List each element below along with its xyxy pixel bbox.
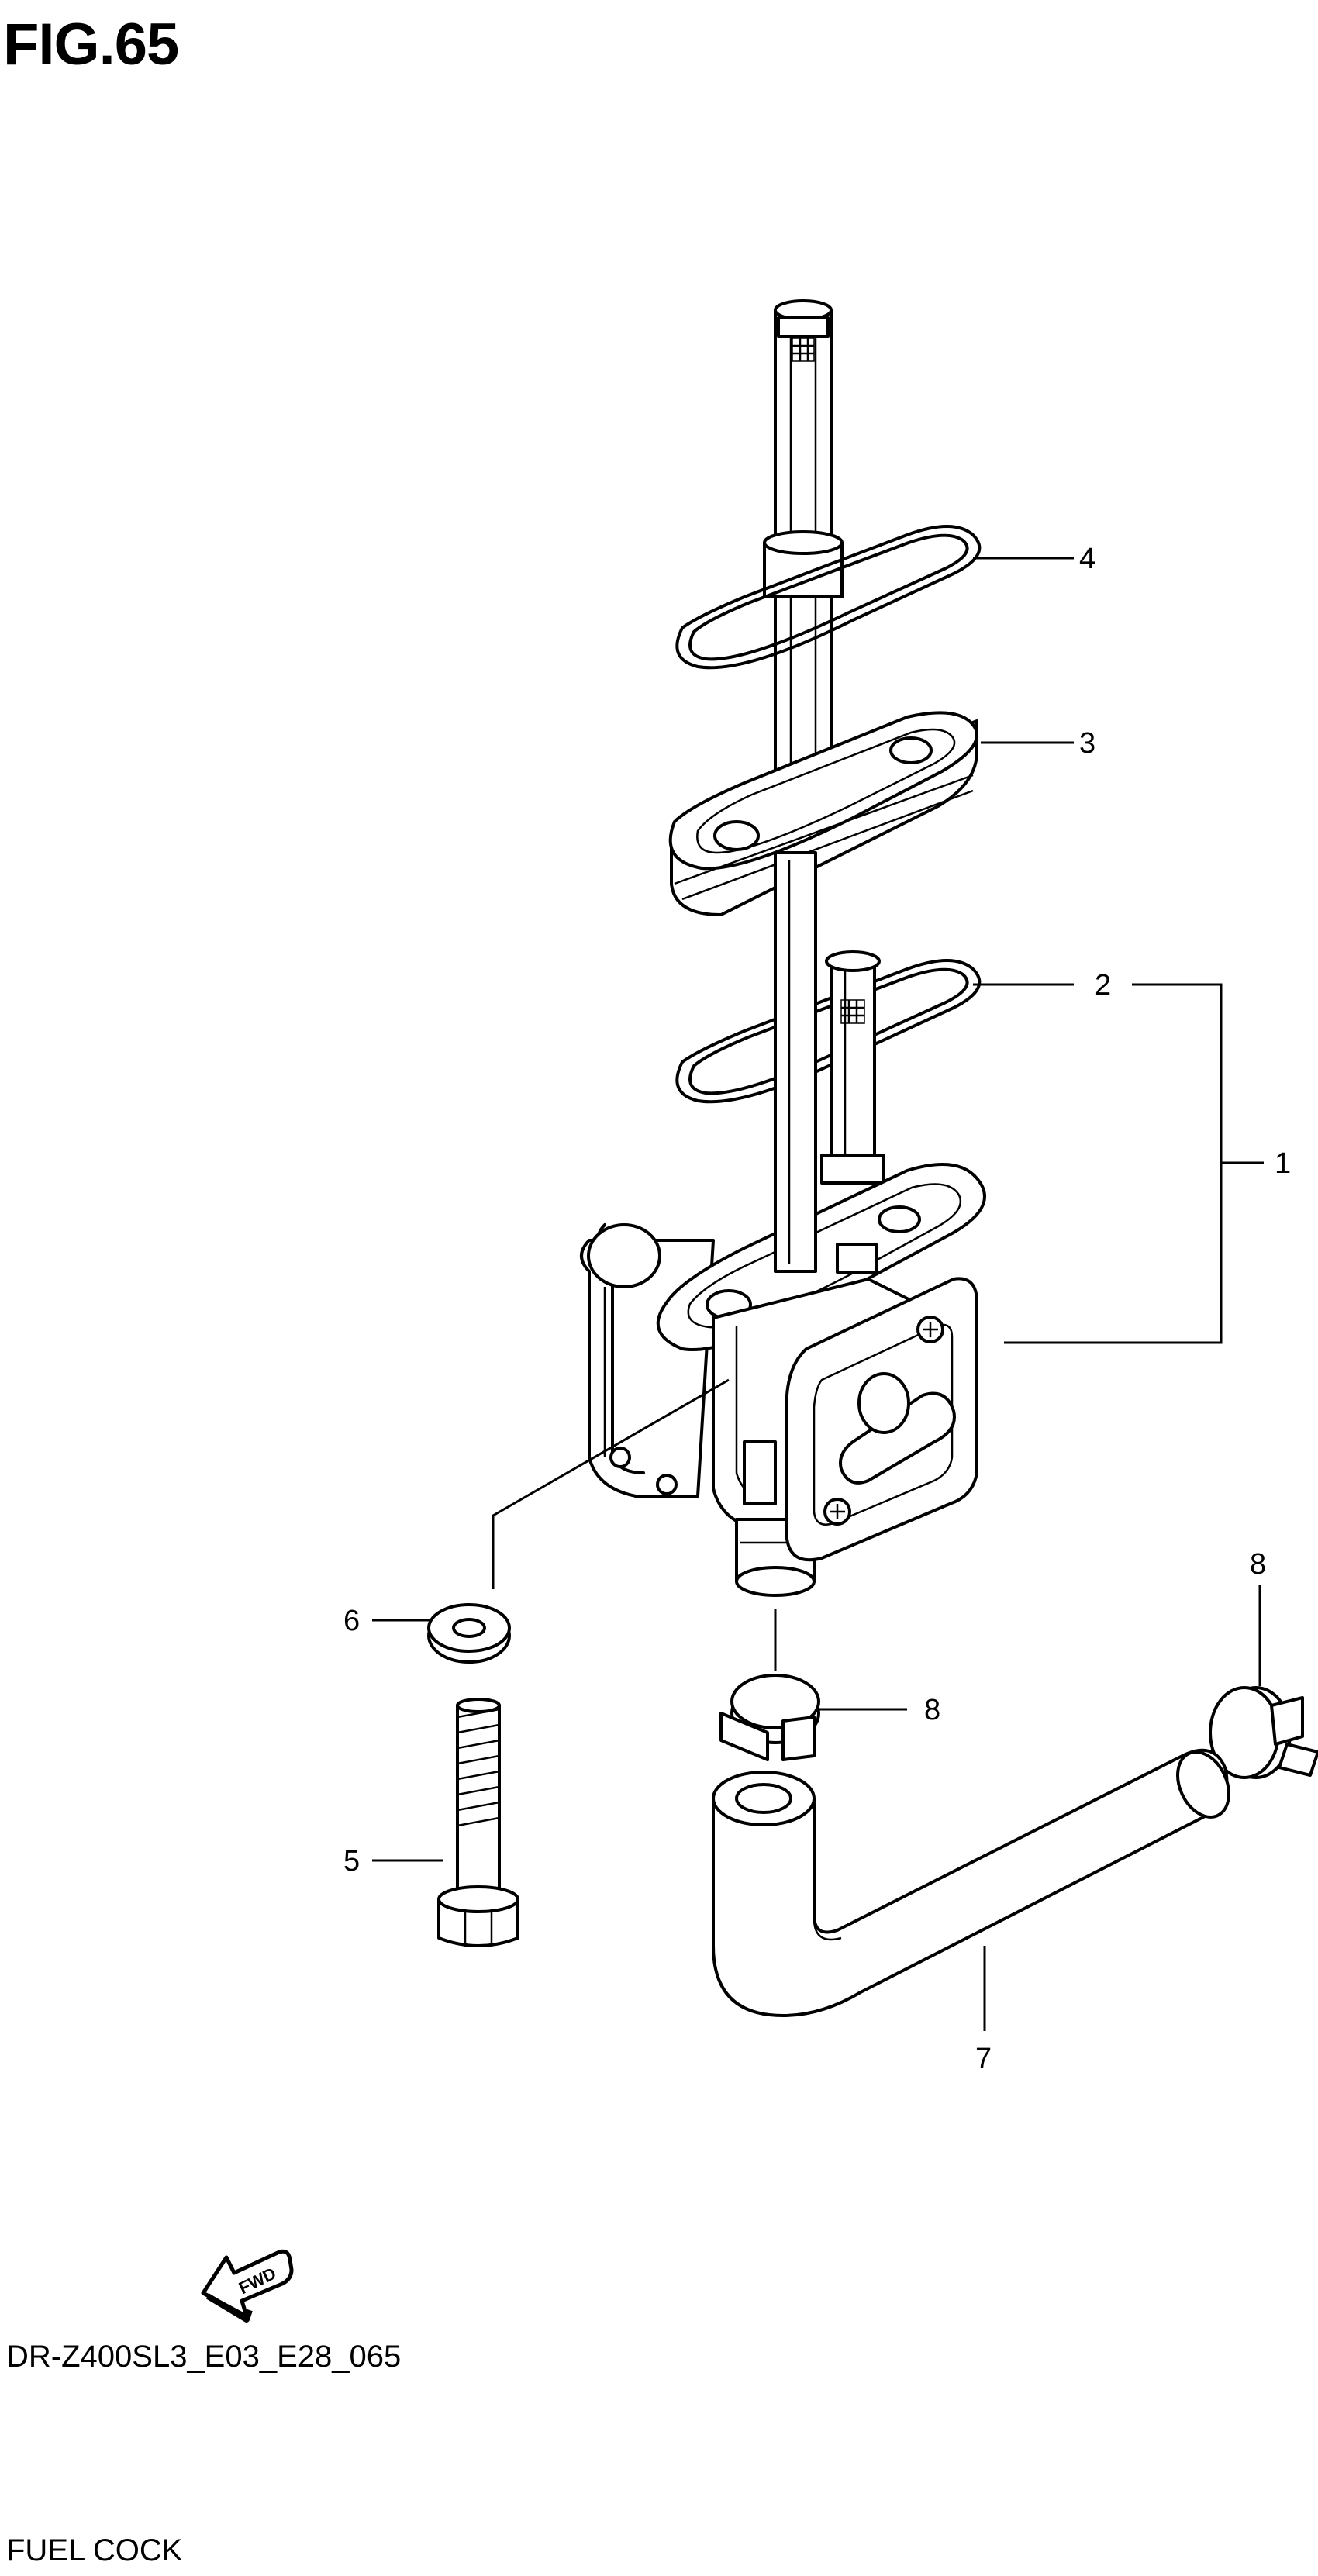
fuel-hose-7 <box>712 1748 1230 2017</box>
bolt-5 <box>437 1698 519 1947</box>
callout-1: 1 <box>1275 1147 1291 1180</box>
mesh-pattern <box>792 337 815 362</box>
o-ring-4 <box>675 525 982 670</box>
hose-clamp-8-center <box>719 1674 820 1761</box>
figure-title: FIG.65 <box>3 12 179 78</box>
callout-8-center: 8 <box>924 1694 940 1726</box>
gasket-3 <box>668 711 978 916</box>
callout-3: 3 <box>1079 727 1095 760</box>
leader-lines <box>372 557 1264 2031</box>
model-code: DR-Z400SL3_E03_E28_065 <box>6 2340 402 2374</box>
fuel-cock-body <box>580 851 986 1597</box>
callout-8-right: 8 <box>1250 1548 1266 1581</box>
callout-2: 2 <box>1095 969 1111 1002</box>
washer-6 <box>427 1603 511 1664</box>
callout-4: 4 <box>1079 543 1095 575</box>
part-name: FUEL COCK <box>6 2533 183 2567</box>
callout-7: 7 <box>975 2043 992 2075</box>
callout-5: 5 <box>343 1845 360 1878</box>
hose-clamp-8-right <box>1209 1686 1318 1779</box>
reserve-tube <box>820 950 885 1185</box>
callout-6: 6 <box>343 1605 360 1637</box>
o-ring-2 <box>675 959 982 1104</box>
fwd-arrow-icon: FWD <box>201 2249 294 2323</box>
